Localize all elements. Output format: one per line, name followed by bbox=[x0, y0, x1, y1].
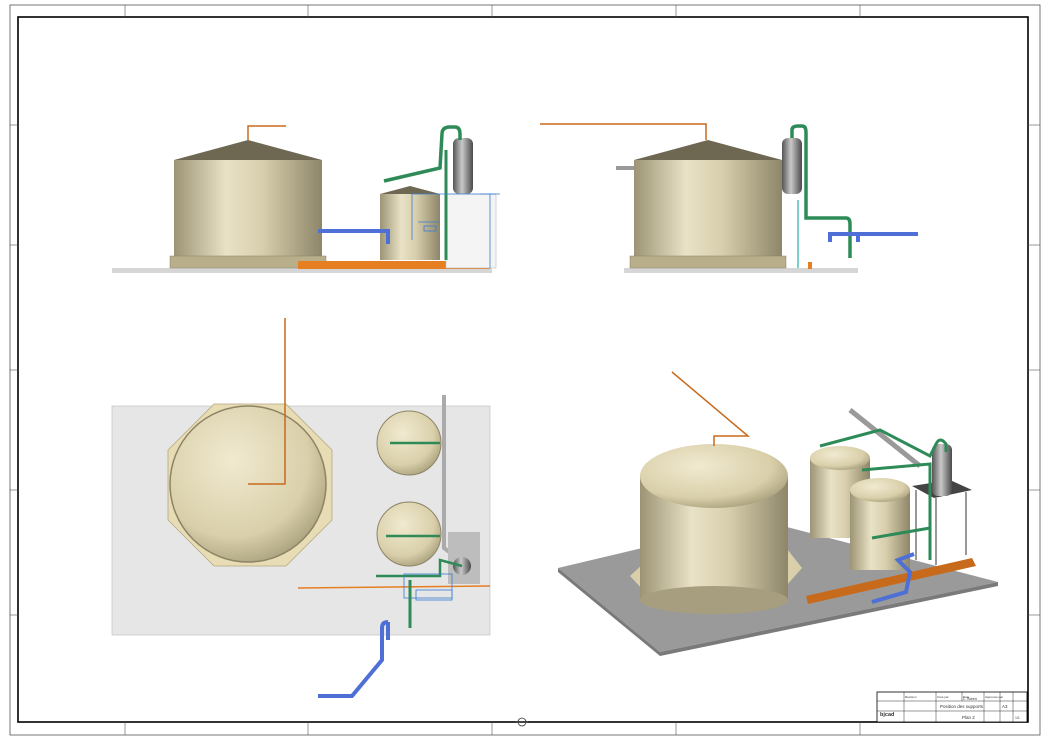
iso-small-tank-2 bbox=[850, 490, 910, 570]
view-isometric bbox=[558, 371, 998, 656]
support-frame bbox=[445, 193, 497, 269]
plan-dimensions bbox=[403, 573, 453, 601]
title-block: bjcad Révision Créé par Date Approuvé pa… bbox=[876, 691, 1028, 723]
header-cell-2: Date bbox=[963, 695, 970, 699]
large-tank-vent-pipe bbox=[247, 125, 286, 140]
small-tank-top-2 bbox=[376, 501, 442, 567]
large-tank-roof-2 bbox=[634, 140, 782, 160]
iso-vent-pipe bbox=[671, 371, 751, 446]
iso-large-tank-top bbox=[640, 444, 788, 508]
frame-ticks bbox=[10, 5, 1040, 735]
ground-line bbox=[112, 268, 492, 273]
iso-large-tank-bottom bbox=[640, 586, 788, 614]
view-side-elevation bbox=[540, 123, 918, 273]
iso-small-tank-1-top bbox=[810, 446, 870, 470]
vent-pipe-plan bbox=[248, 318, 286, 485]
view-front-elevation bbox=[112, 125, 500, 273]
iso-green-pipe bbox=[819, 428, 948, 560]
orange-line-plan bbox=[297, 585, 491, 589]
blue-pipe-2 bbox=[828, 232, 918, 242]
orange-pipe bbox=[540, 123, 707, 140]
blue-pipe bbox=[318, 229, 390, 244]
iso-small-tank-2-top bbox=[850, 478, 910, 502]
ground-line-2 bbox=[624, 268, 858, 273]
author: C. Robert bbox=[963, 697, 977, 701]
drawing-title: Position des supports bbox=[940, 704, 984, 709]
orange-support-beam bbox=[298, 261, 490, 269]
iso-blue-pipe bbox=[871, 552, 915, 604]
iso-orange-beam bbox=[806, 558, 976, 604]
green-pipe bbox=[383, 125, 462, 183]
small-tank-roof bbox=[380, 186, 440, 194]
header-cell-3: Approuvé par bbox=[985, 695, 1003, 699]
vertical-vessel bbox=[453, 138, 473, 194]
green-pipe-plan bbox=[376, 441, 463, 578]
logo-text: bjcad bbox=[880, 712, 894, 718]
iso-legs bbox=[915, 490, 967, 565]
large-tank-shell-2 bbox=[634, 160, 782, 260]
iso-vessel bbox=[932, 444, 952, 496]
header-cell-1: Créé par bbox=[937, 695, 949, 699]
small-support bbox=[808, 262, 812, 269]
vertical-vessel-2 bbox=[782, 138, 802, 194]
side-nozzle bbox=[616, 166, 634, 170]
large-tank-roof bbox=[174, 140, 322, 160]
sheet-label: Plan 2 bbox=[962, 715, 975, 720]
dimension-lines bbox=[411, 193, 500, 268]
format-value: A3 bbox=[1002, 704, 1008, 709]
large-tank-shell bbox=[174, 160, 322, 260]
header-cell-0: Révision bbox=[905, 695, 917, 699]
green-pipe-2 bbox=[790, 124, 852, 258]
center-mark bbox=[516, 717, 528, 727]
large-tank-skirt-2 bbox=[629, 255, 787, 269]
iso-grey-pipe bbox=[848, 408, 922, 468]
small-tank-shell bbox=[380, 194, 440, 260]
view-top-plan bbox=[111, 318, 491, 698]
blue-pipe-plan bbox=[318, 620, 390, 698]
sheet-value: 1/1 bbox=[1015, 716, 1020, 720]
